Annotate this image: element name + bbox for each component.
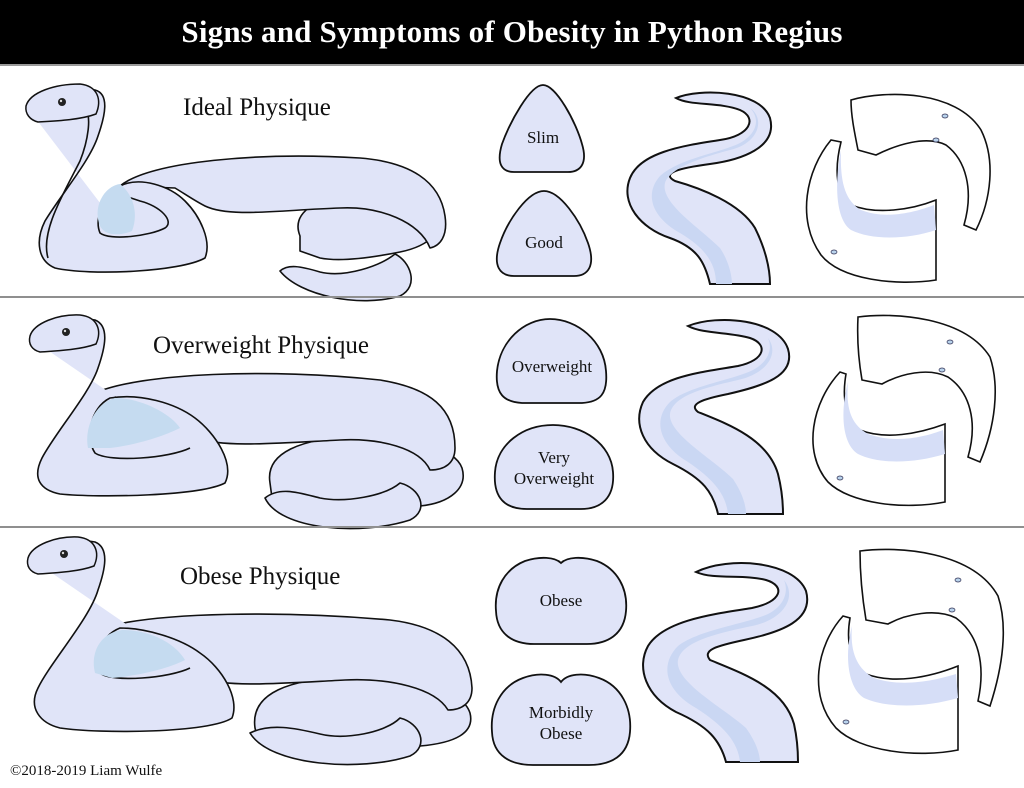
spine-side-view-ideal xyxy=(626,91,773,285)
row-divider-1 xyxy=(0,296,1024,298)
rib-outline-view-overweight xyxy=(812,314,996,507)
snake-overweight-illustration xyxy=(28,314,464,530)
cross-section-morbidly-obese xyxy=(490,673,632,766)
physique-label-ideal: Ideal Physique xyxy=(183,94,331,121)
cross-section-good xyxy=(495,190,593,277)
label-obese: Obese xyxy=(539,591,583,610)
cross-section-obese xyxy=(494,556,628,645)
label-very-overweight-line1: Very xyxy=(537,448,571,467)
title-bar: Signs and Symptoms of Obesity in Python … xyxy=(0,0,1024,64)
label-very-overweight-line2: Overweight xyxy=(513,469,595,488)
rib-outline-view-ideal xyxy=(805,93,991,283)
label-morbidly-obese-line1: Morbidly xyxy=(528,703,594,722)
physique-label-overweight: Overweight Physique xyxy=(153,332,369,359)
cross-section-overweight xyxy=(495,318,608,404)
label-slim: Slim xyxy=(526,128,560,147)
spine-side-view-overweight xyxy=(638,318,791,515)
title-divider xyxy=(0,64,1024,66)
snake-ideal-illustration xyxy=(25,83,447,302)
spine-side-view-obese xyxy=(642,562,809,763)
label-overweight: Overweight xyxy=(511,357,593,376)
physique-label-obese: Obese Physique xyxy=(180,563,341,590)
label-good: Good xyxy=(525,233,563,252)
copyright-notice: ©2018-2019 Liam Wulfe xyxy=(10,763,163,779)
label-very-overweight: Very Overweight xyxy=(491,447,617,489)
label-morbidly-obese: Morbidly Obese xyxy=(489,702,633,744)
page-title: Signs and Symptoms of Obesity in Python … xyxy=(181,14,843,49)
snake-obese-illustration xyxy=(26,536,473,766)
rib-outline-view-obese xyxy=(817,548,1005,755)
cross-section-slim xyxy=(498,84,585,173)
cross-section-very-overweight xyxy=(493,424,614,510)
label-morbidly-obese-line2: Obese xyxy=(539,724,583,743)
row-divider-2 xyxy=(0,526,1024,528)
